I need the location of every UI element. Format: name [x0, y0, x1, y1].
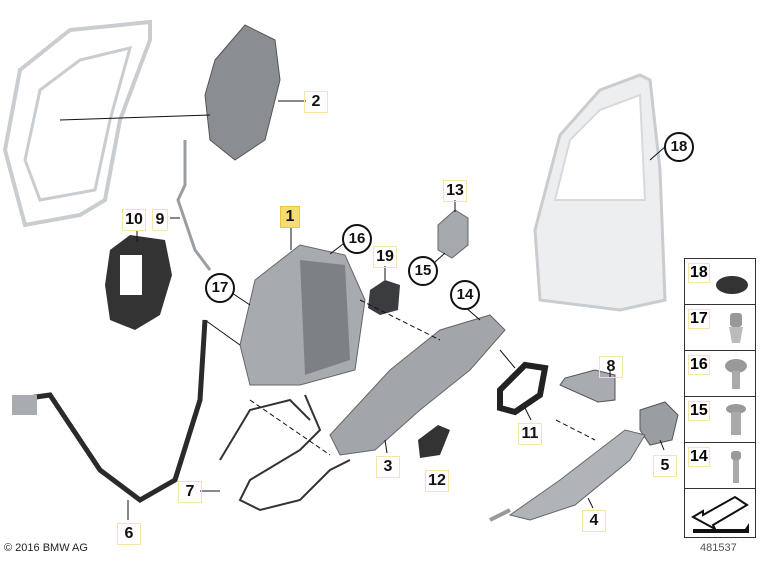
label-15[interactable]: 15 — [408, 256, 438, 286]
cable-6 — [14, 319, 208, 503]
part-5[interactable] — [639, 401, 679, 446]
panel-number: 18 — [688, 263, 710, 283]
clip-icon — [729, 313, 743, 343]
diagram-number: 481537 — [700, 542, 737, 554]
copyright: © 2016 BMW AG — [4, 542, 88, 554]
panel-item-17[interactable]: 17 — [685, 305, 755, 351]
panel-item-18[interactable]: 18 — [685, 259, 755, 305]
label-2[interactable]: 2 — [304, 91, 328, 113]
screw-cylinder-head-icon — [731, 451, 741, 483]
part-12[interactable] — [418, 425, 450, 458]
panel-item-16[interactable]: 16 — [685, 351, 755, 397]
grommet-icon — [716, 276, 748, 294]
label-18[interactable]: 18 — [664, 132, 694, 162]
label-7[interactable]: 7 — [178, 481, 202, 503]
door-panel-right — [533, 73, 667, 312]
direction-arrow — [685, 489, 755, 537]
door-frame-left — [2, 19, 152, 228]
label-12[interactable]: 12 — [425, 470, 449, 492]
arrow-icon — [690, 495, 749, 533]
rod — [176, 140, 212, 271]
fastener-panel: 18 17 16 15 14 — [684, 258, 756, 538]
part-19[interactable] — [368, 280, 400, 315]
screw-pan-head-icon — [725, 359, 747, 389]
cable-7 — [238, 394, 351, 512]
panel-number: 17 — [688, 309, 710, 329]
label-1[interactable]: 1 — [280, 206, 300, 228]
screw-countersunk-icon — [726, 404, 746, 435]
label-8[interactable]: 8 — [599, 356, 623, 378]
label-4[interactable]: 4 — [582, 510, 606, 532]
label-10[interactable]: 10 — [122, 209, 146, 231]
label-5[interactable]: 5 — [653, 455, 677, 477]
part-13[interactable] — [437, 209, 469, 259]
label-3[interactable]: 3 — [376, 456, 400, 478]
label-13[interactable]: 13 — [443, 180, 467, 202]
part-11[interactable] — [497, 361, 549, 416]
label-16[interactable]: 16 — [342, 224, 372, 254]
label-6[interactable]: 6 — [117, 523, 141, 545]
guide-lines — [249, 299, 596, 456]
label-14[interactable]: 14 — [450, 280, 480, 310]
part-14[interactable] — [329, 314, 506, 456]
label-11[interactable]: 11 — [518, 423, 542, 445]
label-19[interactable]: 19 — [373, 246, 397, 268]
part-4[interactable] — [508, 429, 646, 521]
panel-number: 14 — [688, 447, 710, 467]
part-8[interactable] — [559, 369, 616, 403]
panel-item-15[interactable]: 15 — [685, 397, 755, 443]
label-17[interactable]: 17 — [205, 273, 235, 303]
label-9[interactable]: 9 — [152, 209, 168, 231]
panel-number: 15 — [688, 401, 710, 421]
panel-number: 16 — [688, 355, 710, 375]
panel-item-14[interactable]: 14 — [685, 443, 755, 489]
part-2[interactable] — [204, 24, 281, 161]
